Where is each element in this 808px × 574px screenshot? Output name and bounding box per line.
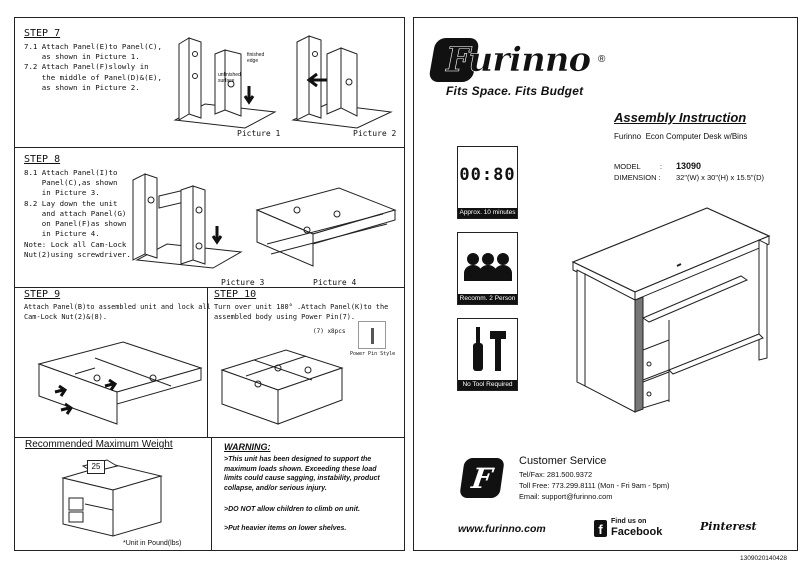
warning-title: WARNING:: [224, 442, 271, 452]
step7-text: 7.1 Attach Panel(E)to Panel(C), as shown…: [24, 42, 162, 92]
step8-picture4-diagram: [255, 187, 397, 267]
pinterest-link[interactable]: Pinterest: [700, 520, 757, 533]
step10-text: Turn over unit 180° .Attach Panel(K)to t…: [214, 303, 389, 322]
power-pin-quantity: (7) x8pcs: [313, 328, 346, 335]
step7-picture1-caption: Picture 1: [237, 129, 281, 138]
step9-title: STEP 9: [24, 289, 61, 300]
step7-picture1-diagram: [173, 37, 277, 129]
power-pin-icon: [371, 328, 374, 344]
dimension-value: 32"(W) x 30"(H) x 15.5"(D): [676, 173, 765, 182]
customer-service-tel: Tel/Fax: 281.500.9372: [519, 470, 593, 479]
product-name: Furinno Econ Computer Desk w/Bins: [614, 132, 748, 141]
step7-picture2-diagram: [291, 35, 393, 129]
step9-text: Attach Panel(B)to assembled unit and loc…: [24, 303, 211, 322]
tools-icon: [473, 327, 506, 371]
instruction-page-left: STEP 7 7.1 Attach Panel(E)to Panel(C), a…: [14, 17, 405, 551]
step10-title: STEP 10: [214, 289, 257, 300]
power-pin-style-label: Power Pin Style: [350, 351, 396, 357]
furinno-tagline: Fits Space. Fits Budget: [446, 84, 584, 98]
furinno-logo-wordmark: Furinno: [446, 40, 592, 81]
furinno-logo: Furinno ® Fits Space. Fits Budget: [428, 32, 632, 102]
people-label: Recomm. 2 Person: [458, 294, 517, 304]
people-icon: [464, 253, 512, 281]
furinno-logo-registered: ®: [598, 54, 606, 65]
step8-picture4-caption: Picture 4: [313, 278, 357, 287]
step8-picture3-diagram: [132, 173, 243, 269]
warning-line-load: >This unit has been designed to support …: [224, 456, 380, 492]
model-value: 13090: [676, 161, 702, 171]
clock-display-icon: 00:80: [459, 165, 516, 185]
model-label: MODEL: [614, 162, 641, 171]
step10-diagram: [220, 349, 344, 425]
desk-illustration: [571, 207, 771, 413]
max-weight-desk-diagram: [61, 459, 163, 537]
customer-service-title: Customer Service: [519, 455, 607, 467]
tool-label: No Tool Required: [458, 380, 517, 390]
step8-section: STEP 8 8.1 Attach Panel(I)to Panel(C),as…: [15, 148, 404, 288]
power-pin-style-box: [358, 321, 386, 349]
step8-text: 8.1 Attach Panel(I)to Panel(C),as shown …: [24, 168, 127, 239]
assembly-time-card: 00:80 Approx. 10 minutes: [457, 146, 518, 219]
warning-line-shelves: >Put heavier items on lower shelves.: [224, 525, 347, 532]
document-code: 1309020140428: [740, 555, 787, 562]
max-weight-title: Recommended Maximum Weight: [25, 439, 173, 450]
tool-card: No Tool Required: [457, 318, 518, 391]
customer-service-logo-icon: F: [459, 458, 505, 498]
warning-section: WARNING: >This unit has been designed to…: [212, 438, 404, 551]
customer-service-email: Email: support@furinno.com: [519, 492, 613, 501]
diagram-label-finished-edge: finished edge: [247, 52, 265, 64]
dimension-label: DIMENSION :: [614, 173, 661, 182]
max-weight-unit-note: *Unit in Pound(lbs): [123, 540, 182, 547]
step9-section: STEP 9 Attach Panel(B)to assembled unit …: [15, 288, 211, 438]
model-separator: :: [660, 162, 663, 171]
customer-service-tollfree: Toll Free: 773.299.8111 (Mon - Fri 9am -…: [519, 481, 670, 490]
step8-picture3-caption: Picture 3: [221, 278, 265, 287]
instruction-page-right: Furinno ® Fits Space. Fits Budget Assemb…: [413, 17, 798, 551]
website-link[interactable]: www.furinno.com: [458, 523, 546, 535]
warning-line-children: >DO NOT allow children to climb on unit.: [224, 506, 360, 513]
step7-picture2-caption: Picture 2: [353, 129, 397, 138]
facebook-icon[interactable]: f: [594, 520, 607, 537]
facebook-label[interactable]: Facebook: [611, 526, 663, 538]
max-weight-section: Recommended Maximum Weight 25 *Unit in P…: [15, 438, 212, 551]
max-weight-value: 25: [87, 460, 105, 474]
assembly-time-label: Approx. 10 minutes: [458, 208, 517, 218]
people-card: Recomm. 2 Person: [457, 232, 518, 305]
step7-title: STEP 7: [24, 28, 61, 39]
step10-section: STEP 10 Turn over unit 180° .Attach Pane…: [208, 288, 404, 438]
assembly-title: Assembly Instruction: [614, 110, 747, 125]
diagram-label-unfinished-surface: unfinished surface: [218, 72, 241, 84]
step8-title: STEP 8: [24, 154, 61, 165]
step9-diagram: [37, 341, 203, 425]
facebook-find-us: Find us on: [611, 518, 647, 525]
step8-note: Note: Lock all Cam-Lock Nut(2)using scre…: [24, 240, 131, 260]
step7-section: STEP 7 7.1 Attach Panel(E)to Panel(C), a…: [15, 18, 404, 148]
